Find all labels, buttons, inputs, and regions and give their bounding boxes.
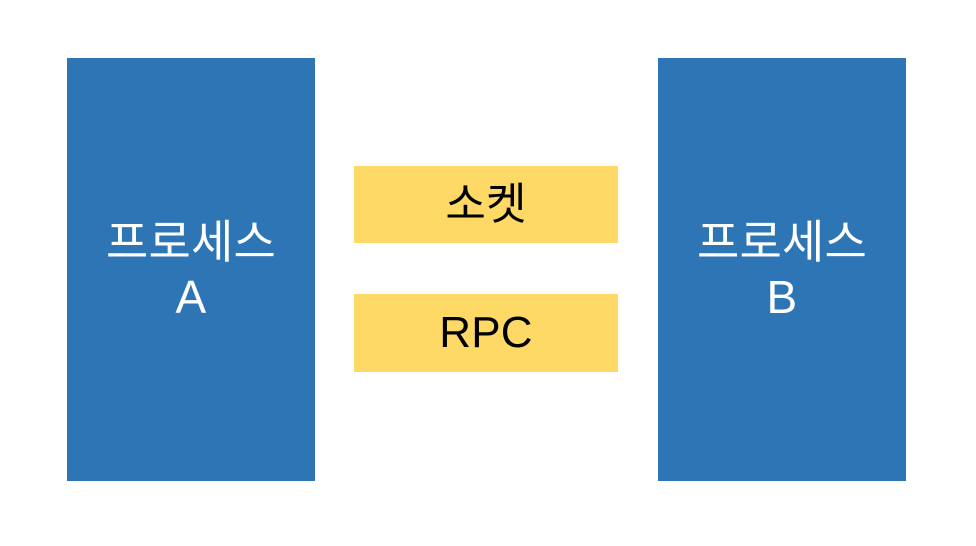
channel-rpc-box[interactable]: RPC [354, 294, 618, 372]
channel-rpc-label: RPC [439, 308, 533, 358]
channel-socket-box[interactable]: 소켓 [354, 166, 618, 243]
process-b-label-line-1: 프로세스 [696, 216, 868, 269]
process-b-box[interactable]: 프로세스 B [658, 58, 906, 481]
process-a-label-line-1: 프로세스 [105, 216, 277, 269]
process-a-box[interactable]: 프로세스 A [67, 58, 315, 481]
process-a-label-line-2: A [175, 270, 207, 323]
process-b-label-line-2: B [766, 270, 798, 323]
channel-socket-label: 소켓 [445, 179, 527, 229]
